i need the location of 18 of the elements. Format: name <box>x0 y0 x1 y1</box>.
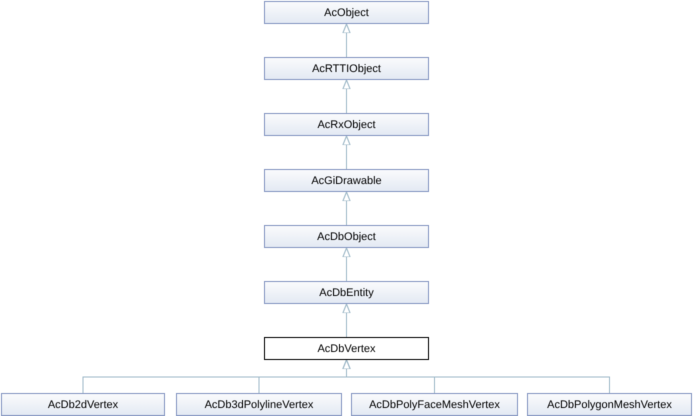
class-box: AcObject <box>264 1 429 24</box>
inheritance-arrow <box>342 191 351 226</box>
class-box: AcDbPolyFaceMeshVertex <box>351 393 518 416</box>
inheritance-arrow <box>342 303 351 338</box>
class-box: AcRTTIObject <box>264 57 429 80</box>
class-box: AcGiDrawable <box>264 169 429 192</box>
class-box: AcDbEntity <box>264 281 429 304</box>
inheritance-arrow <box>342 135 351 170</box>
class-box: AcRxObject <box>264 113 429 136</box>
class-box: AcDbObject <box>264 225 429 248</box>
class-box: AcDb2dVertex <box>1 393 165 416</box>
class-box: AcDbVertex <box>264 337 429 360</box>
inheritance-arrow <box>342 359 610 394</box>
class-box: AcDbPolygonMeshVertex <box>527 393 692 416</box>
inheritance-arrow <box>342 79 351 114</box>
inheritance-arrow <box>342 23 351 58</box>
class-box: AcDb3dPolylineVertex <box>176 393 342 416</box>
inheritance-arrow <box>342 247 351 282</box>
